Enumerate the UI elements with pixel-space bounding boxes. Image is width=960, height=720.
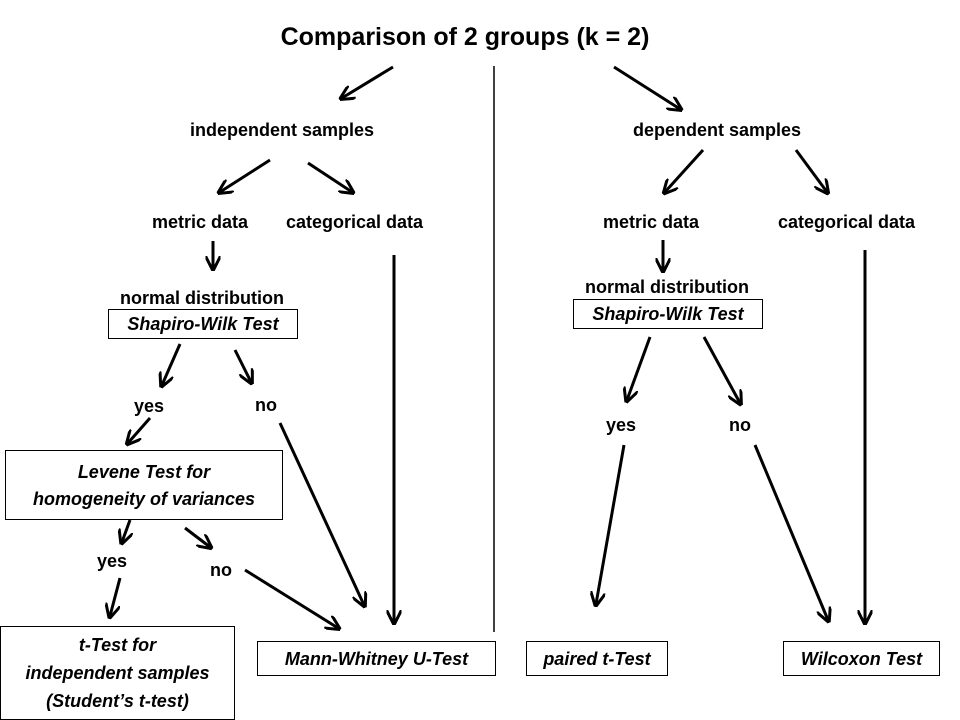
independent-shapiro-wilk-label: Shapiro-Wilk Test xyxy=(127,314,279,334)
paired-ttest-label: paired t-Test xyxy=(543,648,651,669)
paired-ttest-box: paired t-Test xyxy=(526,641,668,676)
arrow-title-to-dependent xyxy=(613,65,680,109)
student-ttest-box: t-Test for independent samples (Student’… xyxy=(0,626,235,720)
arrow-yes-to-ttest xyxy=(110,577,122,616)
levene-test-box: Levene Test for homogeneity of variances xyxy=(5,450,283,520)
dependent-samples-label: dependent samples xyxy=(633,120,802,140)
arrow-independent-to-categorical xyxy=(307,161,352,192)
dependent-categorical-data-label: categorical data xyxy=(778,212,916,232)
arrow-yes-to-levene xyxy=(128,417,152,443)
arrow-yes-to-paired xyxy=(596,444,626,604)
levene-no-label: no xyxy=(210,560,232,580)
dependent-shapiro-wilk-label: Shapiro-Wilk Test xyxy=(592,304,744,324)
levene-line-1: Levene Test for xyxy=(77,461,211,482)
arrow-no-to-wilcoxon xyxy=(753,444,828,620)
independent-categorical-data-label: categorical data xyxy=(286,212,424,232)
arrow-normal-to-yes-right xyxy=(627,336,652,400)
dependent-normal-distribution-label: normal distribution xyxy=(585,277,749,297)
arrow-no-to-mannwhitney-2 xyxy=(244,568,338,628)
independent-normal-distribution-label: normal distribution xyxy=(120,288,284,308)
independent-shapiro-wilk-box: Shapiro-Wilk Test xyxy=(108,309,298,339)
wilcoxon-label: Wilcoxon Test xyxy=(800,648,923,669)
dependent-shapiro-wilk-box: Shapiro-Wilk Test xyxy=(573,299,763,329)
ttest-line-3: (Student’s t-test) xyxy=(46,691,189,711)
wilcoxon-box: Wilcoxon Test xyxy=(783,641,940,676)
dependent-yes-label: yes xyxy=(606,415,637,435)
arrow-levene-to-no xyxy=(184,526,210,547)
arrow-dependent-to-metric xyxy=(665,148,705,192)
independent-yes-label: yes xyxy=(134,396,165,416)
mann-whitney-box: Mann-Whitney U-Test xyxy=(257,641,496,676)
independent-no-label: no xyxy=(255,395,277,415)
independent-metric-data-label: metric data xyxy=(152,212,249,232)
levene-line-2: homogeneity of variances xyxy=(32,488,256,509)
dependent-no-label: no xyxy=(729,415,751,435)
arrow-title-to-independent xyxy=(342,65,394,98)
arrow-no-to-mannwhitney xyxy=(278,422,364,605)
ttest-line-2: independent samples xyxy=(25,663,210,683)
independent-samples-label: independent samples xyxy=(190,120,375,140)
arrow-independent-to-metric xyxy=(220,158,271,192)
levene-yes-label: yes xyxy=(97,551,128,571)
arrow-normal-to-no-right xyxy=(702,336,740,403)
dependent-metric-data-label: metric data xyxy=(603,212,700,232)
arrow-levene-to-yes xyxy=(122,519,130,542)
diagram-title: Comparison of 2 groups (k = 2) xyxy=(280,23,650,51)
arrow-normal-to-yes-left xyxy=(162,343,182,385)
arrow-normal-to-no-left xyxy=(233,349,251,382)
arrow-dependent-to-categorical xyxy=(794,149,827,192)
ttest-line-1: t-Test for xyxy=(78,635,157,655)
mann-whitney-label: Mann-Whitney U-Test xyxy=(284,648,469,669)
